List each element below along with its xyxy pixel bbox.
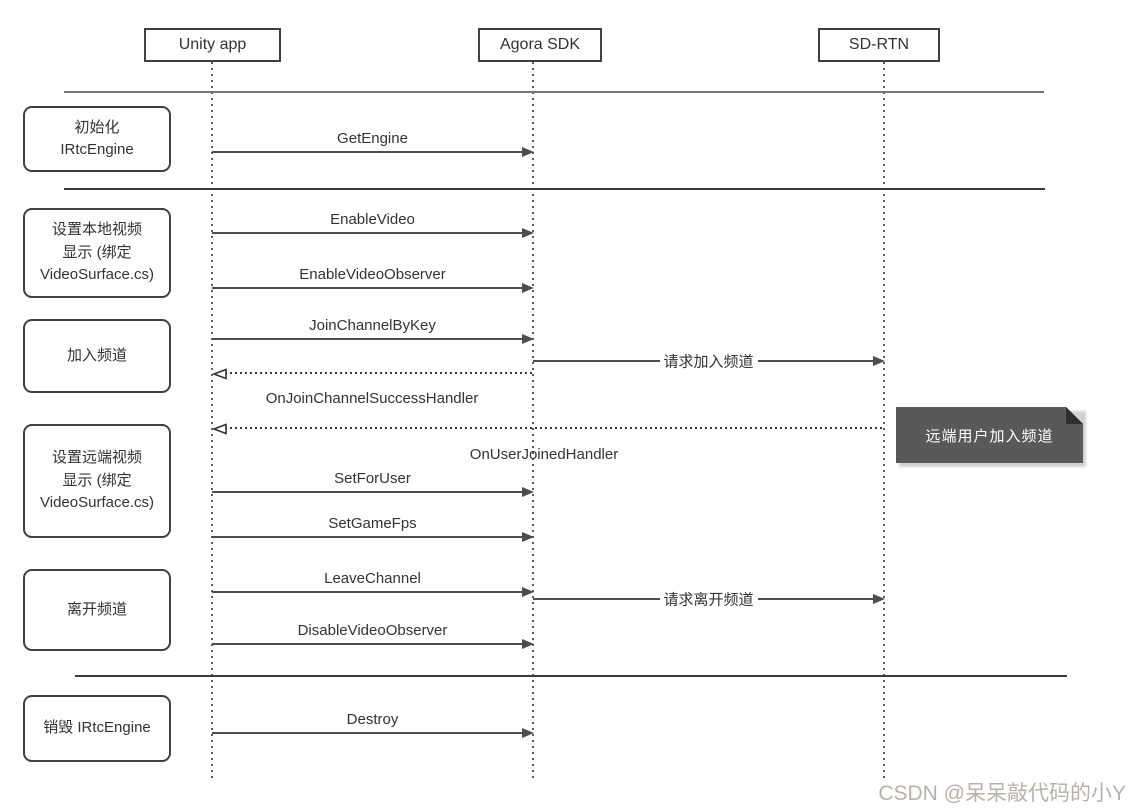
message-label: JoinChannelByKey [309, 317, 436, 334]
message-line [212, 338, 527, 340]
note-fold-icon [1066, 407, 1083, 424]
message-label: LeaveChannel [324, 570, 421, 587]
message-label: EnableVideoObserver [299, 266, 446, 283]
actor-label: Unity app [178, 36, 247, 53]
message-label: OnUserJoinedHandler [469, 446, 619, 463]
phase-label: 设置远端视频 显示 (绑定 VideoSurface.cs) [40, 449, 154, 512]
message-7: SetForUser [212, 470, 534, 497]
message-line [212, 287, 527, 289]
message-11: DisableVideoObserver [212, 622, 534, 649]
phase-box-5: 销毁 IRtcEngine [23, 695, 171, 762]
message-line [212, 732, 527, 734]
phase-label: 设置本地视频 显示 (绑定 VideoSurface.cs) [40, 221, 154, 284]
phase-box-3: 设置远端视频 显示 (绑定 VideoSurface.cs) [23, 424, 171, 538]
message-label: SetForUser [334, 470, 411, 487]
message-line [212, 643, 527, 645]
message-9: LeaveChannel [212, 570, 534, 597]
arrowhead-icon [522, 334, 534, 344]
message-label: 请求离开频道 [659, 588, 758, 610]
message-4: 请求加入频道 [533, 350, 885, 372]
arrowhead-icon [522, 147, 534, 157]
actor-label: Agora SDK [499, 36, 581, 53]
message-0: GetEngine [212, 130, 534, 157]
message-3: JoinChannelByKey [212, 317, 534, 344]
message-12: Destroy [212, 711, 534, 738]
lifeline-0 [211, 62, 213, 778]
message-1: EnableVideo [212, 211, 534, 238]
message-label: 请求加入频道 [659, 350, 758, 372]
phase-box-0: 初始化 IRtcEngine [23, 106, 171, 172]
actor-box-1: Agora SDK [478, 28, 602, 62]
separator-line-1 [64, 188, 1045, 190]
lifeline-2 [883, 62, 885, 778]
phase-box-1: 设置本地视频 显示 (绑定 VideoSurface.cs) [23, 208, 171, 298]
phase-box-2: 加入频道 [23, 319, 171, 393]
phase-label: 销毁 IRtcEngine [43, 719, 151, 737]
actor-box-2: SD-RTN [818, 28, 940, 62]
phase-label: 加入频道 [66, 346, 127, 364]
message-line [212, 536, 527, 538]
phase-box-4: 离开频道 [23, 569, 171, 651]
watermark: CSDN @呆呆敲代码的小Y [878, 782, 1126, 805]
message-10: 请求离开频道 [533, 588, 885, 610]
message-8: SetGameFps [212, 515, 534, 542]
note-label: 远端用户加入频道 [925, 427, 1054, 445]
actor-label: SD-RTN [848, 36, 910, 53]
message-line [225, 372, 533, 374]
lifeline-1 [532, 62, 534, 778]
arrowhead-icon [522, 728, 534, 738]
separator-line-2 [75, 675, 1067, 677]
arrowhead-icon [522, 532, 534, 542]
message-line [212, 151, 527, 153]
phase-label: 离开频道 [66, 600, 127, 618]
message-line [212, 591, 527, 593]
actor-box-0: Unity app [144, 28, 281, 62]
message-label: Destroy [346, 711, 399, 728]
arrowhead-icon [522, 283, 534, 293]
arrowhead-icon [522, 639, 534, 649]
message-2: EnableVideoObserver [212, 266, 534, 293]
arrowhead-icon [873, 594, 885, 604]
message-label: EnableVideo [330, 211, 415, 228]
arrowhead-icon [522, 487, 534, 497]
message-label: DisableVideoObserver [297, 622, 448, 639]
open-arrowhead-icon [211, 367, 227, 385]
note-remote-user-joined: 远端用户加入频道 [896, 407, 1083, 463]
arrowhead-icon [522, 228, 534, 238]
message-label: GetEngine [337, 130, 408, 147]
message-line [212, 491, 527, 493]
separator-line-0 [64, 91, 1044, 93]
arrowhead-icon [522, 587, 534, 597]
message-line [212, 232, 527, 234]
message-line [225, 427, 884, 429]
phase-label: 初始化 IRtcEngine [60, 118, 134, 159]
message-5: OnJoinChannelSuccessHandler [211, 368, 533, 407]
open-arrowhead-icon [211, 422, 227, 440]
arrowhead-icon [873, 356, 885, 366]
message-label: OnJoinChannelSuccessHandler [265, 390, 479, 407]
message-6: OnUserJoinedHandler [211, 423, 884, 463]
message-label: SetGameFps [328, 515, 417, 532]
